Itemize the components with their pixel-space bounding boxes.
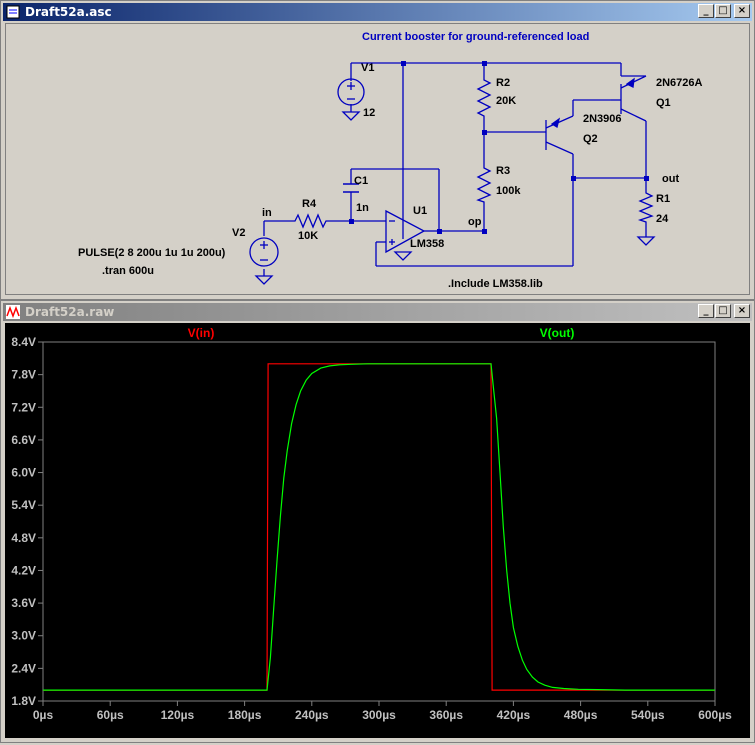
out-net-label: out: [662, 173, 679, 185]
v1-label: V1: [361, 62, 374, 74]
wires: [263, 62, 647, 276]
schematic-titlebar[interactable]: Draft52a.asc _ □ ×: [3, 3, 752, 21]
waveform-title: Draft52a.raw: [25, 305, 115, 319]
op-net-label: op: [468, 216, 482, 228]
q1-model: 2N6726A: [656, 77, 703, 89]
junction-dots: [349, 61, 649, 234]
r4-label: R4: [302, 198, 317, 210]
x-tick-label: 60µs: [97, 708, 124, 722]
schematic-close-button[interactable]: ×: [734, 4, 750, 18]
x-tick-label: 360µs: [429, 708, 463, 722]
x-tick-label: 420µs: [497, 708, 531, 722]
schematic-doc-icon: [6, 5, 20, 19]
r4-resistor[interactable]: [291, 213, 331, 229]
r3-resistor[interactable]: [476, 164, 492, 204]
x-tick-label: 540µs: [631, 708, 665, 722]
ground-symbol: [393, 251, 413, 261]
vin-trace[interactable]: [43, 363, 715, 691]
x-tick-label: 300µs: [362, 708, 396, 722]
y-tick-label: 1.8V: [11, 694, 36, 708]
y-tick-label: 4.2V: [11, 563, 36, 577]
v2-source[interactable]: [249, 237, 279, 267]
q1-label: Q1: [656, 97, 671, 109]
vout-legend[interactable]: V(out): [540, 326, 575, 340]
y-tick-label: 3.6V: [11, 596, 36, 610]
ground-symbol: [254, 275, 274, 285]
r1-resistor[interactable]: [637, 189, 654, 224]
y-tick-label: 8.4V: [11, 335, 36, 349]
include-directive: .Include LM358.lib: [448, 278, 543, 290]
q2-model: 2N3906: [583, 113, 622, 125]
schematic-maximize-button[interactable]: □: [715, 4, 731, 18]
schematic-title: Draft52a.asc: [25, 5, 112, 19]
u1-model: LM358: [410, 238, 444, 250]
y-tick-label: 7.8V: [11, 368, 36, 382]
q2-label: Q2: [583, 133, 598, 145]
y-tick-label: 5.4V: [11, 498, 36, 512]
q2-transistor[interactable]: [545, 115, 574, 155]
x-tick-label: 600µs: [698, 708, 732, 722]
x-tick-label: 480µs: [564, 708, 598, 722]
schematic-minimize-button[interactable]: _: [698, 4, 714, 18]
v2-label: V2: [232, 227, 245, 239]
x-tick-label: 120µs: [161, 708, 195, 722]
u1-opamp[interactable]: [385, 209, 439, 254]
r2-label: R2: [496, 77, 510, 89]
y-tick-label: 4.8V: [11, 531, 36, 545]
plot-traces: [43, 363, 715, 691]
plot-axes: 0µs 60µs 120µs 180µs 240µs 300µs 360µs 420µs 480…: [11, 335, 732, 722]
u1-label: U1: [413, 205, 427, 217]
x-tick-label: 0µs: [33, 708, 54, 722]
y-tick-label: 6.6V: [11, 433, 36, 447]
c1-capacitor[interactable]: [343, 183, 359, 193]
y-tick-label: 3.0V: [11, 629, 36, 643]
v1-source[interactable]: [337, 78, 365, 106]
waveform-titlebar[interactable]: Draft52a.raw _ □ ×: [3, 303, 752, 321]
vin-legend[interactable]: V(in): [188, 326, 215, 340]
schematic-heading: Current booster for ground-referenced lo…: [362, 31, 589, 43]
waveform-maximize-button[interactable]: □: [715, 304, 731, 318]
r2-resistor[interactable]: [476, 76, 492, 119]
y-tick-label: 2.4V: [11, 661, 36, 675]
y-tick-label: 6.0V: [11, 466, 36, 480]
ground-symbol: [636, 236, 656, 246]
waveform-plot[interactable]: V(in) V(out) 0µs 60µs 120µs 180µs 240µs 300µs…: [5, 323, 750, 740]
tran-directive: .tran 600u: [102, 265, 154, 277]
plot-frame: [42, 341, 716, 702]
waveform-minimize-button[interactable]: _: [698, 304, 714, 318]
x-tick-label: 180µs: [228, 708, 262, 722]
waveform-close-button[interactable]: ×: [734, 304, 750, 318]
r1-value: 24: [656, 213, 669, 225]
v1-value: 12: [363, 107, 375, 119]
schematic-window[interactable]: Draft52a.asc _ □ ×: [0, 0, 755, 300]
c1-label: C1: [354, 175, 368, 187]
c1-value: 1n: [356, 202, 369, 214]
waveform-icon: [6, 305, 20, 319]
vout-trace[interactable]: [43, 363, 715, 691]
q1-transistor[interactable]: [611, 75, 647, 122]
r1-label: R1: [656, 193, 670, 205]
y-tick-label: 7.2V: [11, 400, 36, 414]
ground-symbol: [341, 111, 361, 121]
waveform-window[interactable]: Draft52a.raw _ □ × V(in) V(out) 0µs 60µs 1…: [0, 300, 755, 743]
r4-value: 10K: [298, 230, 318, 242]
x-tick-label: 240µs: [295, 708, 329, 722]
v2-value: PULSE(2 8 200u 1u 1u 200u): [78, 247, 226, 259]
in-net-label: in: [262, 207, 272, 219]
schematic-canvas[interactable]: Current booster for ground-referenced lo…: [5, 23, 750, 295]
r3-value: 100k: [496, 185, 521, 197]
waveform-plot-pane[interactable]: V(in) V(out) 0µs 60µs 120µs 180µs 240µs 300µs…: [5, 323, 750, 738]
r2-value: 20K: [496, 95, 516, 107]
r3-label: R3: [496, 165, 510, 177]
schematic-drawing: Current booster for ground-referenced lo…: [78, 31, 703, 290]
